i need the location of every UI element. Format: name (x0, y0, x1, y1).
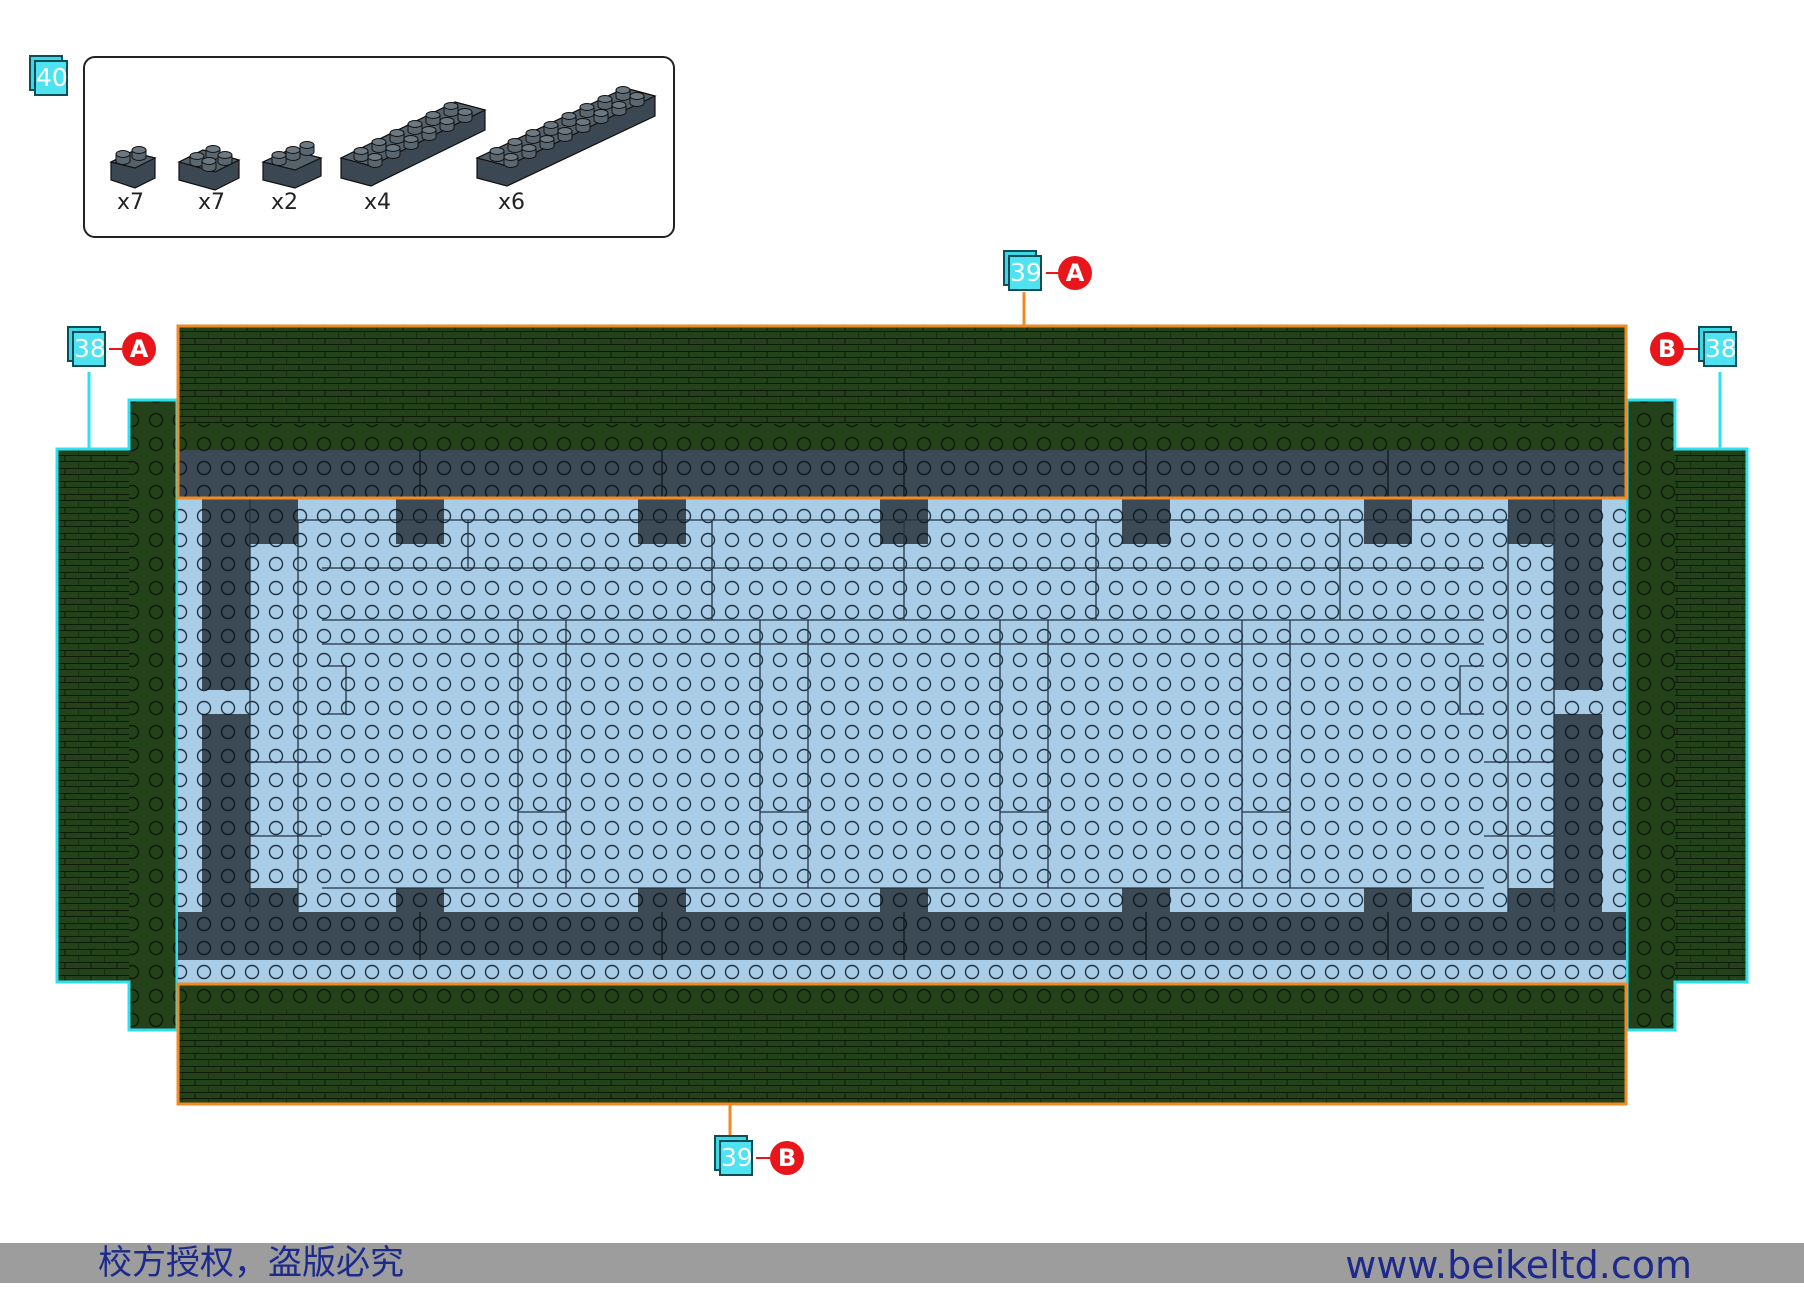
callout-left-step-badge: 38 (67, 326, 107, 367)
callout-left-step: 38 (72, 331, 106, 367)
callout-top-step-badge: 39 (1003, 250, 1043, 291)
callout-right-step-badge: 38 (1698, 326, 1738, 367)
parts-list-panel: x7 x7 x2 x4 x6 (83, 56, 675, 238)
top-orange-outline (176, 324, 1628, 500)
left-wing (55, 398, 179, 1032)
brick-2x2-icon (177, 145, 241, 191)
right-wing (1625, 398, 1749, 1032)
brick-1x2-icon (109, 146, 157, 189)
callout-bottom-marker: B (770, 1141, 804, 1175)
callout-right-step: 38 (1703, 331, 1737, 367)
plate-seams (249, 498, 1555, 912)
part-qty-2: x7 (198, 190, 226, 215)
callout-bottom-step-badge: 39 (714, 1135, 754, 1176)
brick-2x8-icon (475, 86, 657, 187)
callout-right-marker: B (1650, 332, 1684, 366)
top-gray-row (178, 450, 1626, 498)
copyright-notice: 校方授权，盗版必究 (98, 1243, 404, 1283)
bottom-gray-row (178, 912, 1626, 960)
part-qty-5: x6 (498, 190, 526, 215)
step-badge: 40 (29, 55, 69, 96)
bottom-green-plate (178, 984, 1626, 1104)
part-qty-1: x7 (117, 190, 145, 215)
bottom-notches (250, 888, 1556, 912)
callout-top-step: 39 (1008, 255, 1042, 291)
part-qty-3: x2 (271, 190, 299, 215)
footer-bar: 校方授权，盗版必究 www.beikeltd.com (0, 1243, 1804, 1287)
part-qty-4: x4 (364, 190, 392, 215)
top-notches (250, 498, 1556, 544)
step-number: 40 (34, 60, 68, 96)
bottom-orange-outline (176, 982, 1628, 1106)
parts-icons (109, 86, 657, 191)
blue-interior (178, 498, 1626, 912)
blue-bottom-strip (178, 960, 1626, 984)
website-link[interactable]: www.beikeltd.com (1345, 1243, 1692, 1287)
brick-1x3-icon (261, 141, 323, 189)
callout-top-marker: A (1058, 256, 1092, 290)
callout-bottom-step: 39 (719, 1140, 753, 1176)
callout-left-marker: A (122, 332, 156, 366)
top-green-plate (178, 326, 1626, 450)
brick-2x6-icon (339, 101, 487, 187)
baseplate-diagram (55, 272, 1749, 1159)
